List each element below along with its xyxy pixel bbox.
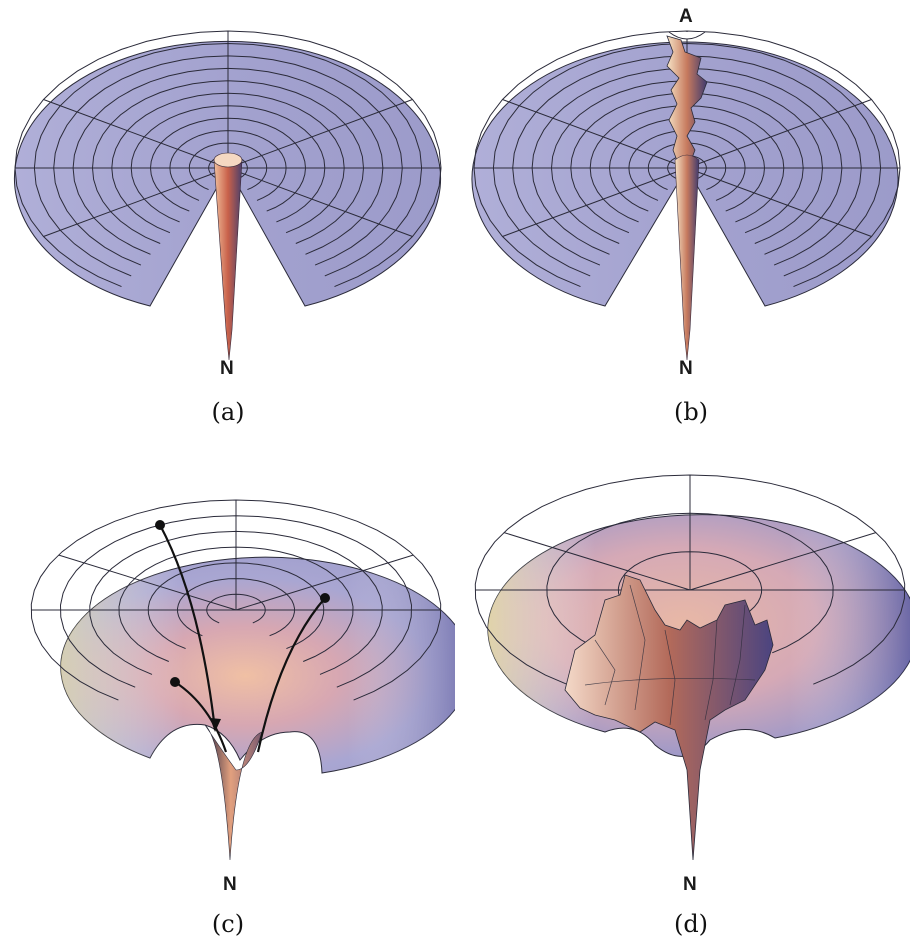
point-label-n: N <box>223 874 237 895</box>
panel-d: N (d) <box>455 470 910 947</box>
caption-d: (d) <box>651 910 731 938</box>
caption-c: (c) <box>188 910 268 938</box>
funnel-landscape-d: N <box>455 470 910 947</box>
panel-b: A N (b) <box>455 0 910 420</box>
point-label-n: N <box>220 358 234 379</box>
caption-b: (b) <box>651 398 731 426</box>
point-label-n: N <box>683 874 697 895</box>
funnel-landscape-c: N <box>0 470 455 947</box>
panel-c: N (c) <box>0 470 455 947</box>
point-label-n: N <box>679 358 693 379</box>
native-funnel-spike <box>675 155 699 360</box>
start-point <box>320 593 330 603</box>
start-point <box>155 520 165 530</box>
panel-a: N (a) <box>0 0 455 420</box>
funnel-landscape-a: N <box>0 0 455 420</box>
caption-a: (a) <box>188 398 268 426</box>
native-funnel-spike <box>214 155 242 360</box>
point-label-a: A <box>679 6 693 27</box>
start-point <box>170 677 180 687</box>
funnel-landscape-b: A N <box>455 0 910 420</box>
